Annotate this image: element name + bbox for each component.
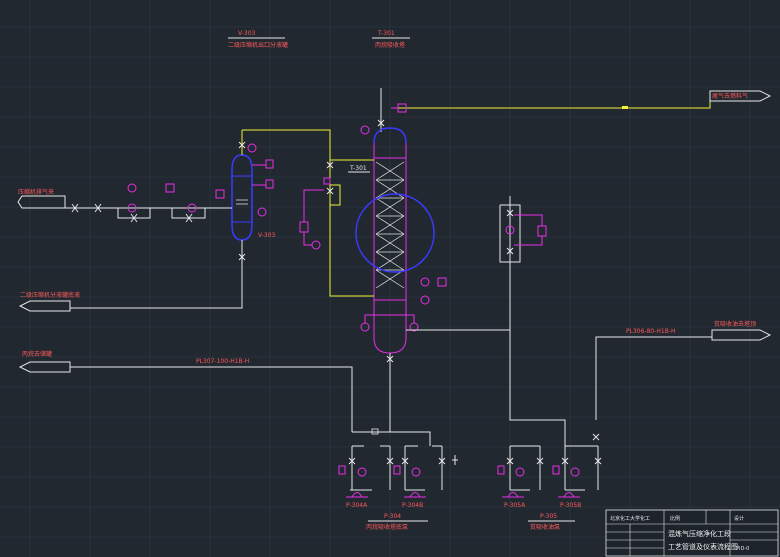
top-left-desc: 二级压缩机出口分液罐 [228, 41, 288, 49]
bottoms-valve [386, 355, 394, 363]
inlet-valve-1 [71, 203, 79, 213]
pump-a2-tag: P-304B [402, 502, 423, 509]
vessel-top-valve [238, 141, 246, 149]
flow-indicator-1 [127, 183, 137, 193]
level-bridle [364, 314, 415, 323]
pump-a1-symbol [346, 492, 368, 498]
outlet-arrow-bottom-left [18, 361, 71, 373]
signal-lines [252, 164, 266, 186]
column-side-return [406, 196, 511, 331]
title-dwg-no: PID-0 [736, 546, 749, 552]
top-center-desc: 丙烷吸收塔 [375, 41, 405, 49]
pump-group-a-tag: P-304 [384, 513, 401, 520]
column-level-instrument [420, 295, 430, 305]
pump-suction-header-a [352, 431, 431, 446]
vessel-level-box-mid [265, 179, 274, 189]
title-designer: 设计 [734, 515, 744, 522]
pump-a2-symbol [404, 492, 426, 498]
temp-control-box-1 [215, 189, 225, 199]
pump-group-a-desc: 丙烷吸收塔底泵 [366, 523, 408, 531]
knockout-vessel [231, 154, 253, 241]
left-inlet-label: 压缩机排气来 [18, 188, 54, 196]
line-number-bottom: PL307-100-H1B-H [196, 358, 249, 365]
column-pressure-instrument [360, 125, 370, 135]
vessel-pressure-instrument [247, 143, 257, 153]
lean-valve [592, 433, 600, 441]
outlet-arrow-left-mid [18, 300, 71, 312]
outlet-arrow-right [711, 329, 772, 341]
pump-b1-symbol [502, 492, 524, 498]
bottom-left-outlet-label: 丙烷去储罐 [22, 350, 52, 358]
top-left-tag: V-303 [238, 30, 256, 37]
top-right-outlet-label: 尾气去燃料气 [712, 92, 748, 100]
title-project: 混炼气压缩净化工段 [668, 529, 731, 538]
bypass-valve-1 [130, 213, 138, 223]
flow-control-box-1 [165, 183, 175, 193]
pump-group-b [497, 445, 602, 491]
pump-group-a [338, 445, 458, 491]
right-flow-instrument [505, 225, 515, 235]
flow-instrument [311, 240, 321, 250]
control-bypass-1 [117, 208, 151, 219]
vent-valve [377, 119, 385, 127]
column-temp-instrument [420, 277, 430, 287]
loop-valve-2 [506, 247, 514, 255]
pump-a1-tag: P-304A [346, 502, 368, 509]
title-scale: 比例 [670, 515, 680, 522]
column-tag: T-301 [349, 165, 367, 172]
line-number-right: PL306-80-H1B-H [626, 328, 676, 335]
title-drawing: 工艺管道及仪表流程图 [668, 542, 738, 551]
valve-x [326, 187, 334, 195]
absorption-column [355, 127, 435, 354]
pump-b2-symbol [558, 492, 580, 498]
pump-suction-header-b [509, 330, 566, 446]
manway-circle [355, 193, 435, 273]
vessel-to-column-line [242, 129, 374, 297]
inlet-valve-2 [94, 203, 102, 213]
right-signal-lines [514, 214, 543, 246]
right-outlet-label: 贫吸收油去塔顶 [714, 320, 756, 328]
vessel-tag: V-303 [258, 232, 276, 239]
pump-group-b-tag: P-305 [540, 513, 557, 520]
inlet-arrow-left [17, 195, 66, 209]
control-valve-2 [187, 203, 197, 213]
signal-line [303, 189, 324, 222]
bypass-line [330, 184, 341, 206]
reducer-a [371, 428, 379, 435]
temp-control-box [299, 221, 309, 233]
title-block [605, 509, 779, 557]
drain-valve [238, 253, 246, 261]
pump-group-b-desc: 贫吸收油泵 [530, 523, 560, 531]
valve-x [326, 161, 334, 169]
pump-b1-tag: P-305A [504, 502, 526, 509]
bypass-valve-2 [185, 213, 193, 223]
top-center-tag: T-301 [377, 30, 395, 37]
vessel-drain-line [70, 240, 243, 309]
loop-valve-1 [506, 209, 514, 217]
column-level-box [437, 277, 447, 287]
vessel-level-instrument [257, 207, 267, 217]
control-valve-1 [127, 203, 137, 213]
overhead-line [391, 101, 711, 109]
reducer [622, 106, 628, 109]
right-control-loop [499, 204, 521, 263]
vessel-level-box-top [265, 159, 274, 169]
propane-product-line [70, 366, 353, 432]
outlet-arrow-top-right [709, 90, 772, 102]
right-control-box [537, 225, 547, 237]
flow-control-box [323, 177, 331, 185]
left-outlet-label: 二级压缩机分液罐底液 [20, 291, 80, 299]
title-company: 北京化工大学化工 [610, 515, 650, 522]
lean-oil-line [595, 336, 712, 420]
signal-line [303, 232, 312, 246]
pump-b2-tag: P-305B [560, 502, 581, 509]
